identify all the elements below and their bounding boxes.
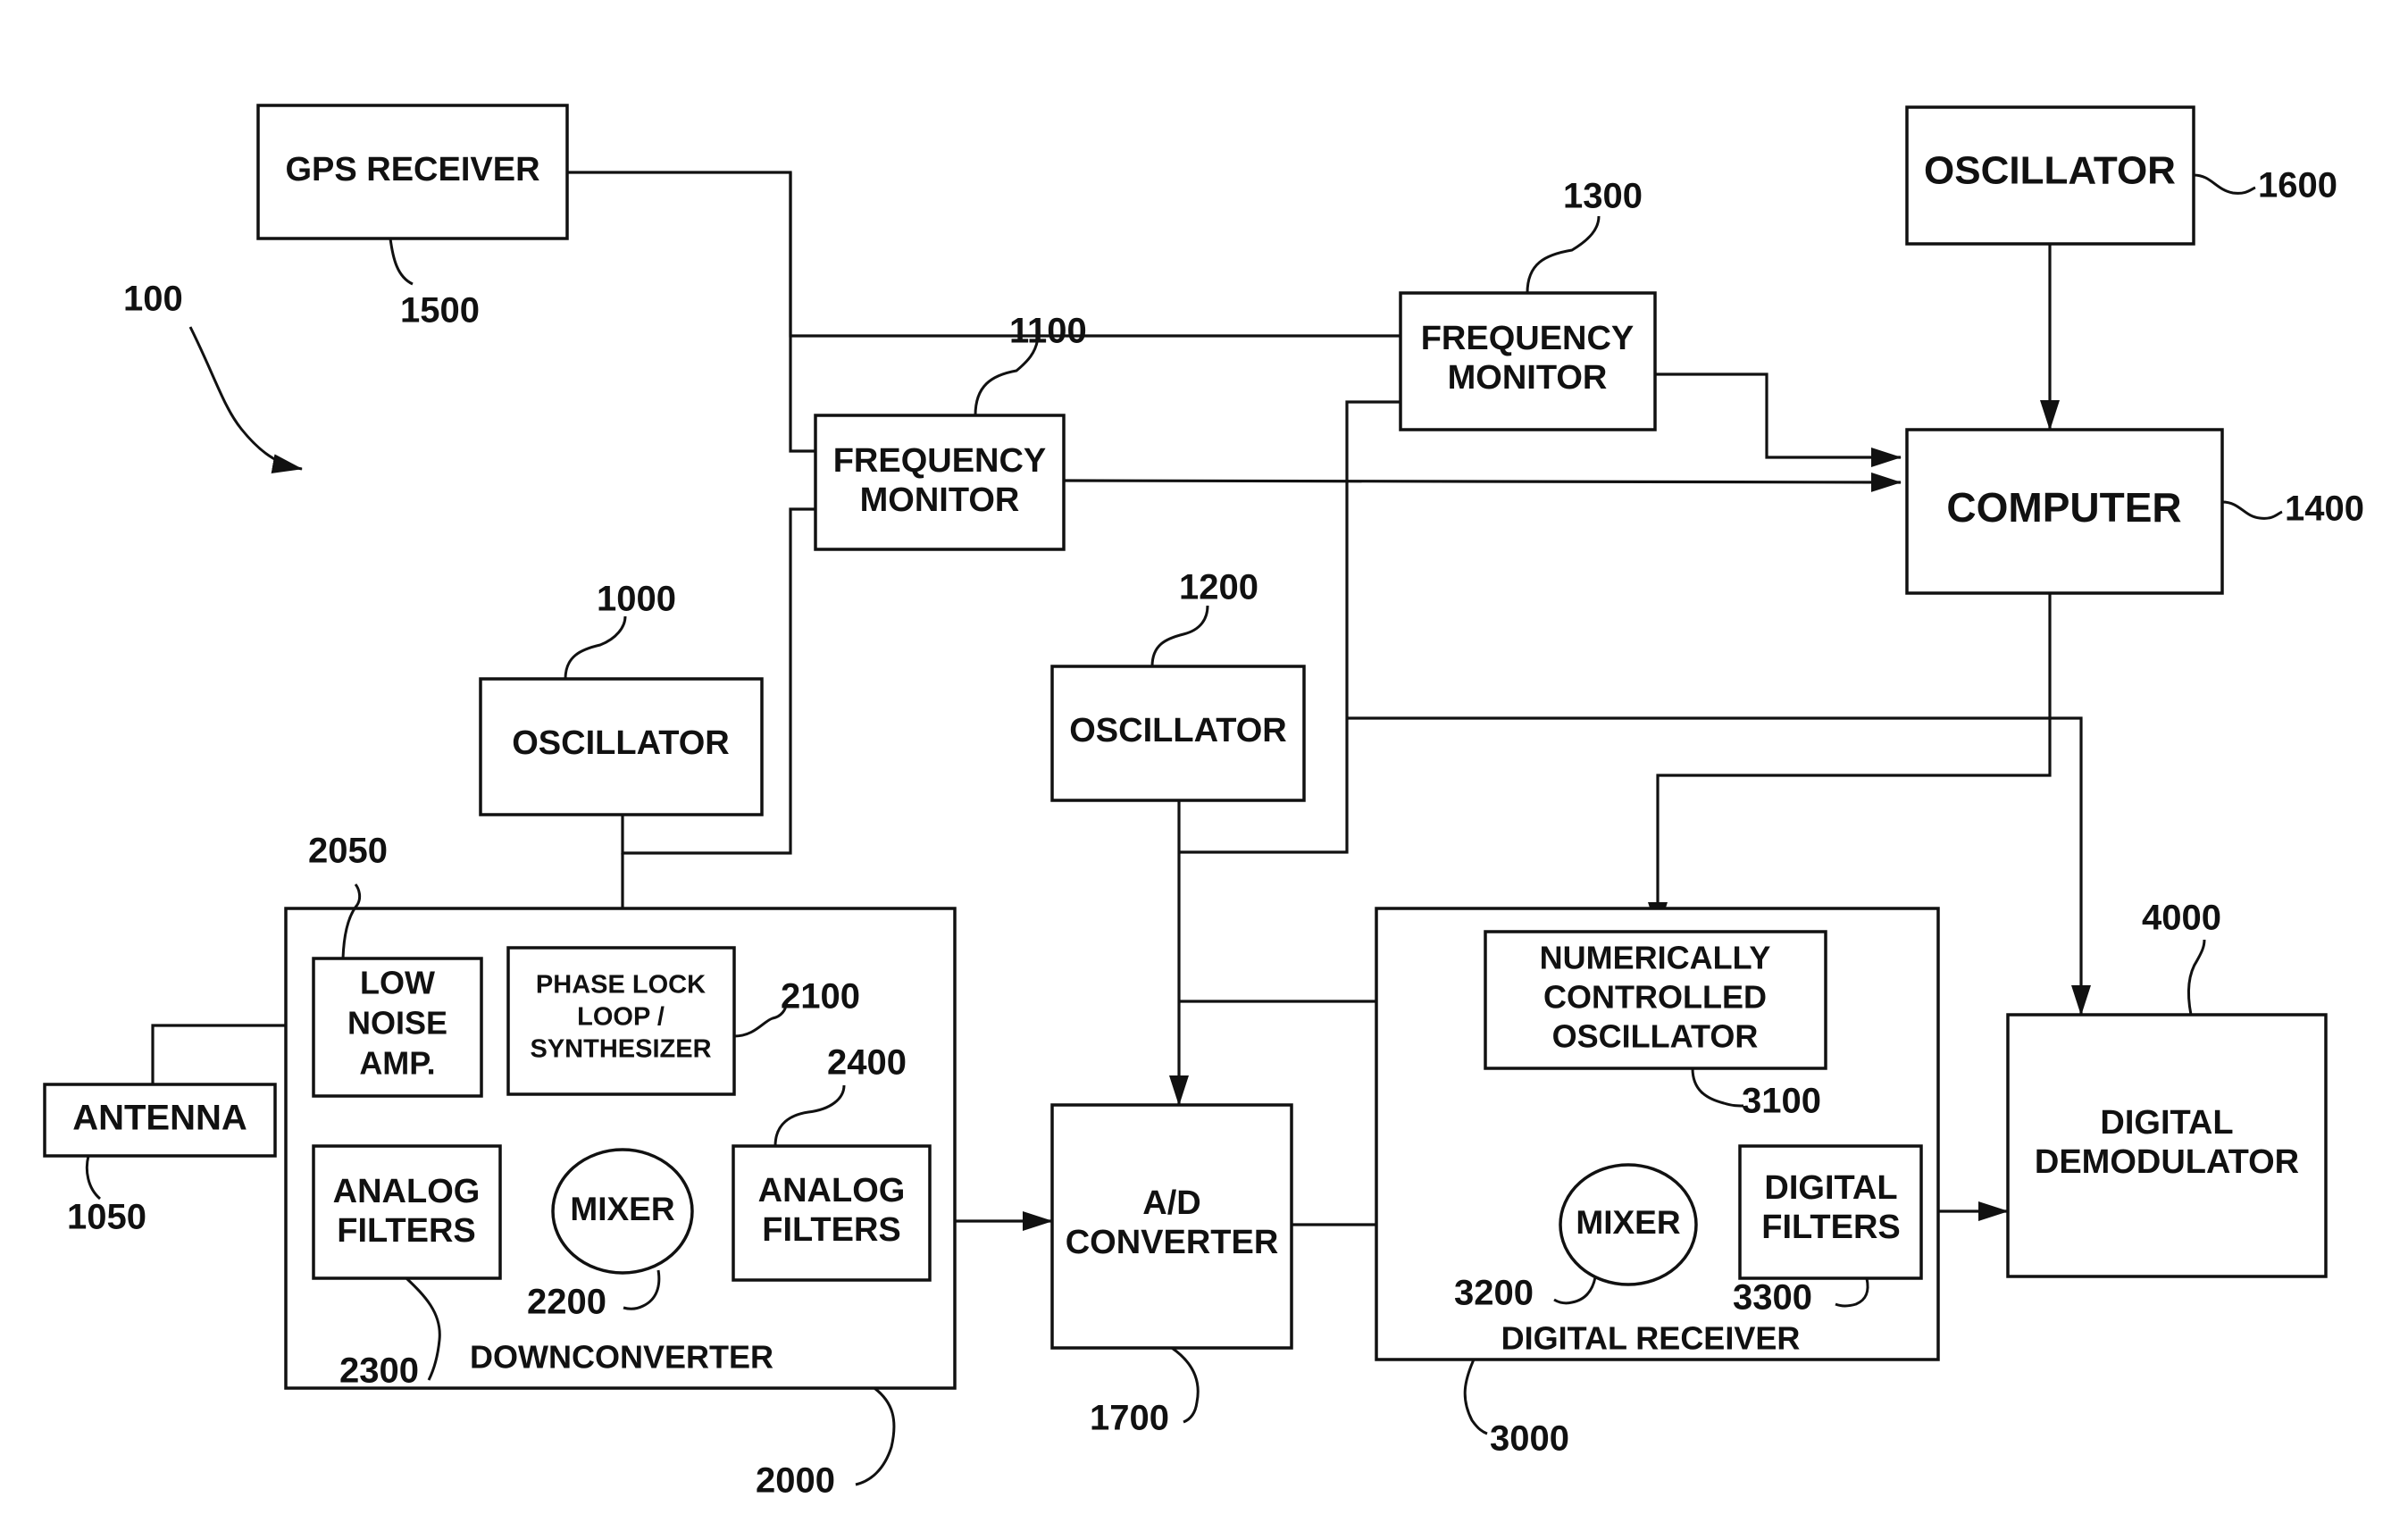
ref-1100: 1100 xyxy=(1009,312,1087,351)
leader-1500 xyxy=(390,238,413,284)
leader-1700 xyxy=(1172,1348,1198,1422)
leader-1400 xyxy=(2222,502,2282,518)
analog-filters-in-line-2: FILTERS xyxy=(337,1212,476,1250)
phase-lock-loop-block: PHASE LOCK LOOP / SYNTHESIZER xyxy=(508,948,734,1094)
wire-fm1300-to-computer xyxy=(1655,374,1901,457)
ref-1000: 1000 xyxy=(597,580,676,619)
ref-3200: 3200 xyxy=(1454,1274,1534,1313)
mixer-downconverter-label: MIXER xyxy=(570,1191,674,1227)
ref-3300: 3300 xyxy=(1733,1278,1812,1318)
phase-lock-loop-line-1: PHASE LOCK xyxy=(536,971,706,1000)
gps-receiver-block: GPS RECEIVER xyxy=(258,105,567,238)
mixer-digital-label: MIXER xyxy=(1576,1204,1680,1241)
computer-block: COMPUTER xyxy=(1907,430,2222,593)
digital-demodulator-line-2: DEMODULATOR xyxy=(2035,1143,2299,1181)
frequency-monitor-1100-line-2: MONITOR xyxy=(860,481,1020,519)
computer-label: COMPUTER xyxy=(1946,484,2181,531)
analog-filters-out-line-2: FILTERS xyxy=(762,1211,901,1249)
phase-lock-loop-line-3: SYNTHESIZER xyxy=(530,1035,711,1064)
ref-1050: 1050 xyxy=(67,1198,146,1237)
wire-computer-to-nco xyxy=(1658,593,2050,932)
analog-filters-in-line-1: ANALOG xyxy=(333,1173,481,1210)
wire-gps-to-fm1300 xyxy=(567,172,1400,336)
ref-1200: 1200 xyxy=(1179,568,1258,607)
antenna-label: ANTENNA xyxy=(72,1099,247,1138)
low-noise-amp-block: LOW NOISE AMP. xyxy=(314,958,481,1096)
leader-1300 xyxy=(1527,216,1599,293)
ref-2050: 2050 xyxy=(308,832,388,871)
digital-receiver-label: DIGITAL RECEIVER xyxy=(1501,1320,1801,1357)
ref-4000: 4000 xyxy=(2142,899,2221,938)
low-noise-amp-line-1: LOW xyxy=(360,965,435,1001)
nco-block: NUMERICALLY CONTROLLED OSCILLATOR xyxy=(1485,932,1826,1068)
ad-converter-block: A/D CONVERTER xyxy=(1052,1105,1292,1348)
leader-1600 xyxy=(2194,175,2255,193)
analog-filters-out-block: ANALOG FILTERS xyxy=(733,1146,930,1280)
ref-2200: 2200 xyxy=(527,1283,606,1322)
oscillator-1600-label: OSCILLATOR xyxy=(1924,149,2176,193)
nco-line-2: CONTROLLED xyxy=(1543,979,1767,1016)
downconverter-label: DOWNCONVERTER xyxy=(470,1339,773,1376)
wire-gps-to-fm1100 xyxy=(790,172,815,451)
digital-demodulator-block: DIGITAL DEMODULATOR xyxy=(2008,1015,2326,1276)
leader-1200 xyxy=(1152,606,1208,666)
digital-filters-block: DIGITAL FILTERS xyxy=(1740,1146,1921,1278)
ref-100: 100 xyxy=(123,280,183,319)
phase-lock-loop-line-2: LOOP / xyxy=(577,1003,665,1032)
ref-1700: 1700 xyxy=(1090,1399,1169,1438)
ref-2000: 2000 xyxy=(756,1461,835,1501)
ref-2300: 2300 xyxy=(339,1351,419,1391)
analog-filters-in-block: ANALOG FILTERS xyxy=(314,1146,500,1278)
ref-1600: 1600 xyxy=(2258,166,2337,205)
oscillator-1000-block: OSCILLATOR xyxy=(481,679,762,815)
leader-100 xyxy=(190,327,302,469)
frequency-monitor-1300-line-2: MONITOR xyxy=(1448,359,1608,397)
ref-1300: 1300 xyxy=(1563,177,1643,216)
frequency-monitor-1300-line-1: FREQUENCY xyxy=(1421,320,1635,357)
frequency-monitor-1100-line-1: FREQUENCY xyxy=(833,442,1047,480)
ad-converter-line-1: A/D xyxy=(1142,1184,1200,1222)
ref-2100: 2100 xyxy=(781,977,860,1017)
nco-line-1: NUMERICALLY xyxy=(1540,940,1771,976)
leader-4000 xyxy=(2188,940,2204,1015)
oscillator-1600-block: OSCILLATOR xyxy=(1907,107,2194,244)
digital-filters-line-1: DIGITAL xyxy=(1764,1169,1897,1207)
oscillator-1200-label: OSCILLATOR xyxy=(1069,712,1286,749)
digital-filters-line-2: FILTERS xyxy=(1761,1209,1901,1246)
mixer-digital-block: MIXER xyxy=(1560,1165,1696,1285)
wire-fm1100-to-computer xyxy=(1064,481,1901,482)
gps-receiver-label: GPS RECEIVER xyxy=(285,151,539,188)
antenna-block: ANTENNA xyxy=(45,1084,275,1156)
oscillator-1200-block: OSCILLATOR xyxy=(1052,666,1304,800)
ref-3000: 3000 xyxy=(1490,1419,1569,1459)
mixer-downconverter-block: MIXER xyxy=(553,1150,692,1273)
ref-3100: 3100 xyxy=(1742,1082,1821,1121)
ref-1400: 1400 xyxy=(2285,490,2364,529)
leader-2000 xyxy=(856,1388,894,1485)
leader-1050 xyxy=(87,1156,100,1199)
ad-converter-line-2: CONVERTER xyxy=(1066,1224,1279,1261)
low-noise-amp-line-3: AMP. xyxy=(359,1045,435,1082)
leader-1000 xyxy=(565,616,625,679)
analog-filters-out-line-1: ANALOG xyxy=(758,1172,906,1209)
low-noise-amp-line-2: NOISE xyxy=(347,1005,447,1042)
frequency-monitor-1100-block: FREQUENCY MONITOR xyxy=(815,415,1064,549)
ref-2400: 2400 xyxy=(827,1043,907,1083)
digital-demodulator-line-1: DIGITAL xyxy=(2100,1104,2233,1142)
frequency-monitor-1300-block: FREQUENCY MONITOR xyxy=(1400,293,1655,430)
leader-3000 xyxy=(1465,1360,1487,1434)
nco-line-3: OSCILLATOR xyxy=(1552,1018,1759,1055)
oscillator-1000-label: OSCILLATOR xyxy=(512,724,729,762)
ref-1500: 1500 xyxy=(400,291,480,331)
